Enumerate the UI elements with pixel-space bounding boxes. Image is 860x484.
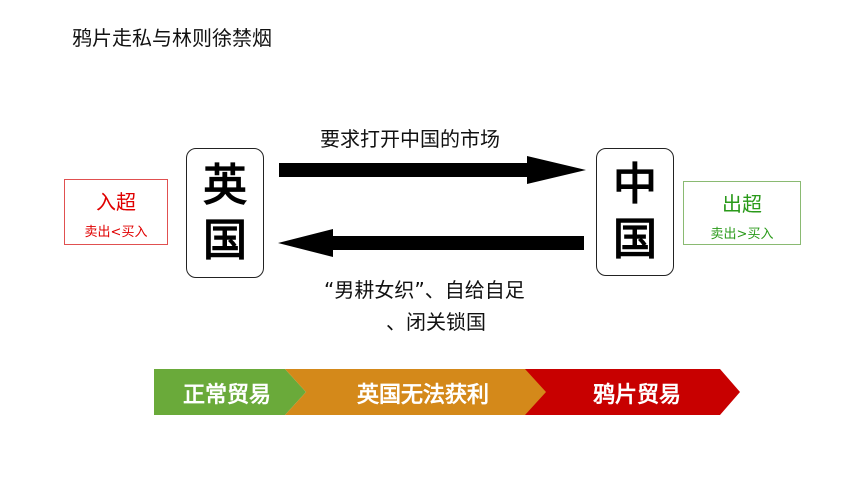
chevron-normal-trade (154, 369, 306, 415)
china-char-1: 中 (613, 159, 657, 210)
trade-surplus-box: 出超 卖出>买入 (683, 181, 801, 245)
process-step-3: 鸦片贸易 (592, 383, 681, 408)
trade-surplus-detail: 卖出>买入 (710, 227, 774, 242)
china-char-2: 国 (613, 214, 657, 265)
britain-char-1: 英 (203, 160, 247, 211)
britain-char-2: 国 (203, 215, 247, 266)
trade-deficit-box: 入超 卖出<买入 (64, 179, 168, 245)
china-box: 中 国 (596, 148, 674, 276)
page-title: 鸦片走私与林则徐禁烟 (72, 26, 272, 50)
trade-deficit-title: 入超 (96, 190, 136, 214)
process-step-1: 正常贸易 (182, 383, 271, 408)
arrow-top-label: 要求打开中国的市场 (320, 127, 500, 151)
trade-surplus-title: 出超 (722, 192, 762, 216)
chevron-no-profit (285, 369, 550, 415)
arrow-bottom-label-2: 、闭关锁国 (386, 310, 486, 334)
arrow-left (278, 229, 584, 257)
arrow-bottom-label-1: “男耕女织”、自给自足 (324, 278, 525, 302)
arrow-right (279, 156, 586, 184)
britain-box: 英 国 (186, 148, 264, 278)
process-step-2: 英国无法获利 (356, 383, 489, 408)
trade-deficit-detail: 卖出<买入 (84, 225, 148, 240)
chevron-opium-trade (525, 369, 740, 415)
